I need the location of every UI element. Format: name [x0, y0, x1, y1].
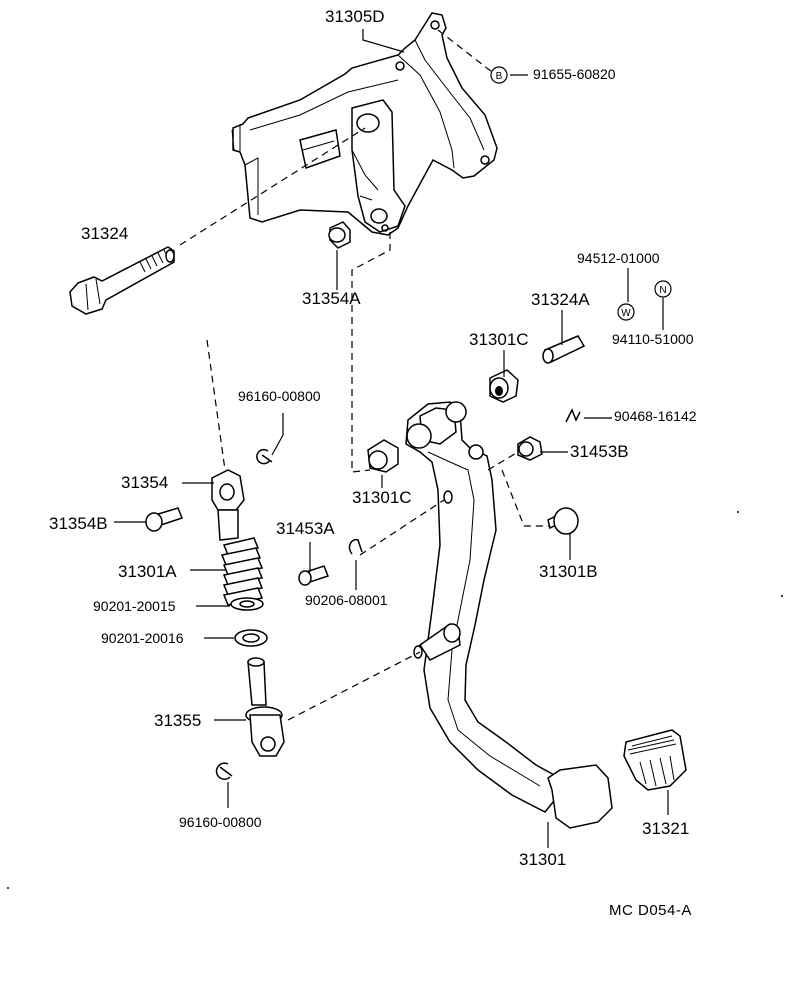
label-91655-60820: 91655-60820 — [533, 66, 616, 82]
pin-31354b — [145, 507, 183, 532]
clip-90206 — [348, 538, 363, 555]
badge-w-icon: W — [617, 303, 635, 321]
washer-90201-20016 — [234, 629, 268, 647]
bushing-31301c-mid — [367, 439, 399, 473]
svg-text:W: W — [621, 308, 631, 319]
washer-90201-20015 — [230, 597, 264, 611]
label-31305d: 31305D — [325, 7, 385, 26]
speck-dot — [737, 511, 739, 513]
bushing-31301c-upper — [489, 369, 519, 403]
label-96160-00800-lower: 96160-00800 — [179, 814, 262, 830]
label-31453b: 31453B — [570, 442, 629, 461]
clevis-31354 — [211, 469, 245, 541]
label-31321: 31321 — [642, 819, 690, 838]
svg-text:N: N — [659, 285, 666, 296]
clip-96160-upper — [256, 448, 273, 465]
pin-31453a — [298, 565, 329, 586]
label-31301c-upper: 31301C — [469, 330, 529, 349]
clip-90468 — [565, 408, 581, 423]
pin-31324a — [542, 335, 586, 364]
pedal-pad — [623, 729, 687, 791]
stopper-31301b — [547, 507, 579, 535]
label-94110-51000: 94110-51000 — [612, 331, 694, 347]
label-31324a: 31324A — [531, 290, 590, 309]
speck-dot — [781, 595, 783, 597]
label-94512-01000: 94512-01000 — [577, 250, 660, 266]
pedal-shaft-bolt — [69, 246, 175, 315]
badge-b-icon: B — [490, 66, 508, 84]
label-31301c-mid: 31301C — [352, 488, 412, 507]
badge-n-icon: N — [654, 280, 672, 298]
label-90468-16142: 90468-16142 — [614, 408, 697, 424]
clutch-pedal-arm — [405, 401, 613, 829]
label-31354b: 31354B — [49, 514, 108, 533]
label-90201-20016: 90201-20016 — [101, 630, 184, 646]
diagram-code: MC D054-A — [609, 902, 692, 919]
clip-96160-lower — [215, 762, 233, 780]
speck-dot — [7, 887, 9, 889]
bushing-31453b — [517, 436, 543, 461]
assembly-lines — [179, 29, 550, 721]
label-31301: 31301 — [519, 850, 567, 869]
label-31453a: 31453A — [276, 519, 335, 538]
pedal-bracket — [231, 12, 498, 236]
leader-lines — [114, 29, 669, 848]
label-96160-00800-upper: 96160-00800 — [238, 388, 321, 404]
bushing-31354a — [328, 221, 351, 249]
label-31301b: 31301B — [539, 562, 598, 581]
label-31324: 31324 — [81, 224, 129, 243]
label-31355: 31355 — [154, 711, 202, 730]
label-90201-20015: 90201-20015 — [93, 598, 176, 614]
return-spring — [220, 537, 264, 606]
rod-31355 — [245, 657, 285, 757]
label-31354: 31354 — [121, 473, 169, 492]
label-31301a: 31301A — [118, 562, 177, 581]
svg-text:B: B — [496, 71, 503, 82]
label-31354a: 31354A — [302, 289, 361, 308]
label-90206-08001: 90206-08001 — [305, 592, 388, 608]
